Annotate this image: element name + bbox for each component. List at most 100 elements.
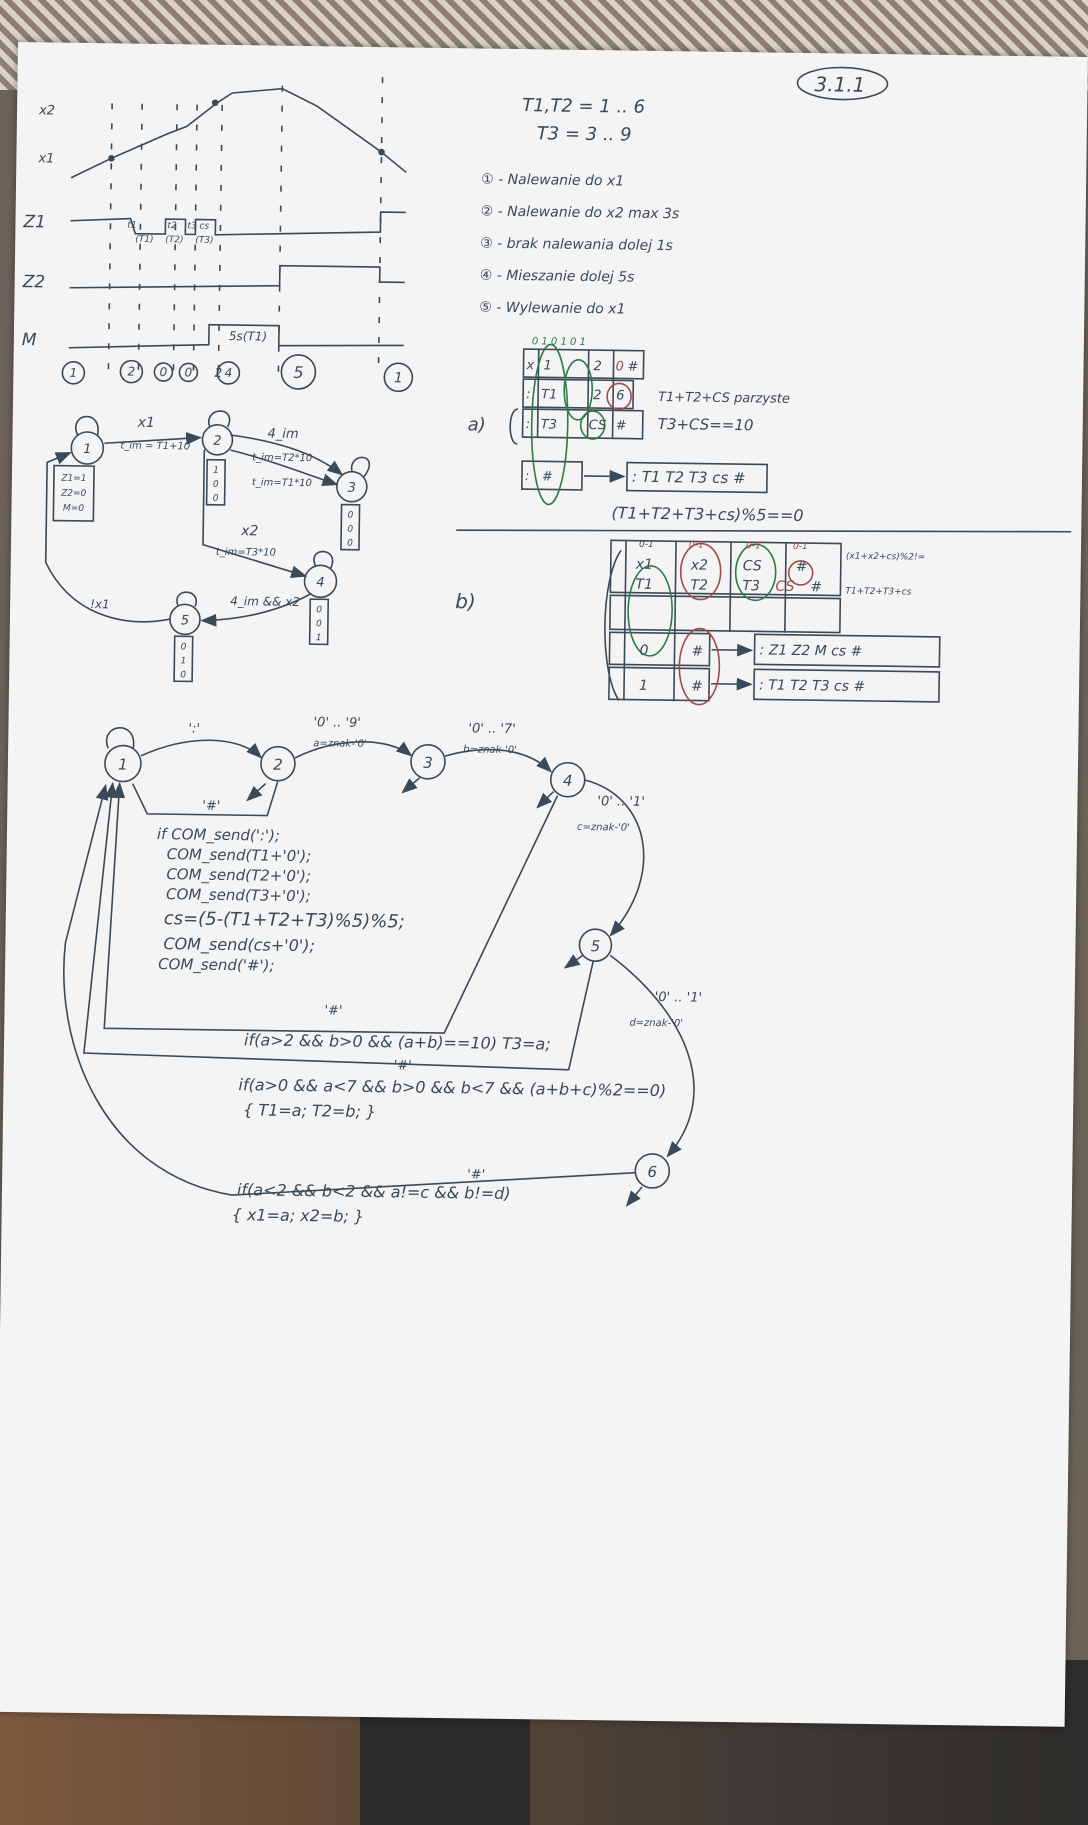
output-value: 0 [316, 619, 322, 629]
note-a2: T3+CS==10 [658, 415, 754, 434]
output-value: 1 [316, 633, 322, 643]
frame-cell: CS [589, 418, 607, 433]
edge-label: '0' .. '1' [655, 990, 703, 1006]
label-x1: x1 [37, 151, 54, 166]
assign-state6: { x1=a; x2=b; } [232, 1205, 365, 1226]
edge-label: t_im=T2*10 [252, 452, 312, 464]
edge-label: x1 [137, 415, 155, 431]
code-line: COM_send(T2+'0'); [166, 865, 311, 886]
frame-cell: T3 [742, 578, 760, 594]
output-value: Z2=0 [60, 489, 87, 499]
output-value: 0 [180, 670, 186, 680]
z1-waveform [70, 211, 406, 236]
frame-b-header: 0-1 [793, 542, 808, 552]
frame-cell: 2 [593, 388, 601, 403]
frame-cell: # [691, 678, 703, 694]
legend-item: ④ - Mieszanie dolej 5s [480, 267, 635, 285]
state-label: 2 [213, 434, 221, 449]
seq-state: 0 [184, 365, 192, 379]
edge-label: ':' [188, 721, 200, 736]
state-label: 2 [273, 756, 283, 774]
z2-waveform [69, 264, 405, 289]
parser-graph [63, 727, 695, 1207]
seq-state: 1 [69, 366, 77, 380]
z1-note: t1 [127, 221, 136, 231]
frame-cell: # [616, 418, 627, 433]
divider [456, 529, 1072, 533]
frame-cell: : [526, 387, 531, 402]
output-frame-b2: : T1 T2 T3 cs # [759, 677, 865, 694]
z1-note: cs [199, 222, 209, 232]
output-value: 0 [181, 642, 187, 652]
frame-cell: CS [775, 579, 794, 595]
output-value: 0 [347, 511, 353, 521]
m-waveform [68, 323, 404, 349]
edge-label: !x1 [90, 597, 110, 611]
seq-state: 2 [127, 365, 135, 379]
label-a: a) [468, 414, 486, 435]
edge-label: t_im=T1*10 [252, 477, 312, 489]
output-value: 0 [316, 605, 322, 615]
output-value: M=0 [63, 504, 84, 514]
level-curve [70, 87, 407, 179]
state-label: 3 [423, 754, 433, 772]
state-label: 6 [647, 1163, 657, 1181]
frame-cell: x1 [635, 557, 653, 573]
assign-state4: { T1=a; T2=b; } [243, 1100, 376, 1121]
note-a1: T1+T2+CS parzyste [658, 390, 790, 407]
seq-state: 5 [293, 363, 303, 382]
code-line: COM_send(cs+'0'); [163, 934, 315, 956]
frame-cell: 1 [543, 358, 551, 373]
frame-cell: CS [743, 558, 762, 574]
page-number-oval [796, 66, 889, 101]
z1-note: (T3) [195, 235, 213, 245]
state-label: 5 [591, 937, 601, 955]
edge-label: t_im=T3*10 [216, 547, 276, 559]
edge-label: '#' [394, 1058, 412, 1073]
code-line: COM_send('#'); [158, 955, 275, 976]
z1-note: (T1) [135, 235, 153, 245]
frame-cell: # [691, 643, 703, 659]
page-number: 3.1.1 [814, 72, 865, 97]
edge-label: '0' .. '1' [597, 794, 645, 810]
handwriting-canvas: 3.1.1 x2 x1 Z1 Z2 M t1 (T1) t2 (T2) t3 c… [22, 66, 1072, 1226]
edge-label: t_im = T1+10 [120, 440, 190, 452]
z1-note: t2 [167, 221, 177, 231]
frame-cell: x [525, 358, 534, 373]
code-line: COM_send(T1+'0'); [167, 845, 312, 866]
edge-label: 4_im && x2 [230, 594, 300, 609]
state-label: 5 [181, 613, 189, 628]
checksum-a: (T1+T2+T3+cs)%5==0 [611, 503, 803, 525]
edge-label: a=znak-'0' [313, 738, 367, 750]
range-2: T3 = 3 .. 9 [537, 123, 632, 145]
edge-label: b=znak-'0' [463, 744, 517, 756]
label-m: M [22, 330, 37, 350]
state-label: 1 [118, 755, 128, 773]
frame-cell: # [542, 469, 553, 484]
seq-state: 4 [224, 366, 232, 380]
z1-note: (T2) [165, 235, 183, 245]
state-label: 4 [316, 575, 324, 590]
frame-cell: 0 [639, 643, 648, 659]
top-state-graph [44, 410, 371, 683]
label-x2: x2 [38, 103, 55, 118]
output-value: 0 [347, 539, 353, 549]
output-value: 0 [213, 480, 219, 490]
label-z2: Z2 [22, 272, 46, 292]
output-value: 1 [180, 656, 186, 666]
frames-a-header: 0 1 0 1 0 1 [532, 336, 586, 348]
frame-cell: # [627, 360, 638, 375]
edge-label: '#' [202, 799, 220, 814]
timing-diagram [61, 77, 414, 393]
frame-b-header: 0-1 [746, 541, 761, 551]
m-note: 5s(T1) [229, 329, 267, 344]
state-label: 4 [563, 772, 573, 790]
code-line: if COM_send(':'); [157, 825, 280, 846]
seq-state: 0 [159, 365, 167, 379]
frame-cell: : [525, 469, 530, 484]
legend-item: ③ - brak nalewania dolej 1s [480, 235, 673, 254]
z1-note: t3 [187, 221, 197, 231]
edge-label: x2 [240, 523, 259, 539]
frame-cell: # [796, 559, 808, 575]
note-b1: (x1+x2+cs)%2!= [846, 552, 925, 563]
